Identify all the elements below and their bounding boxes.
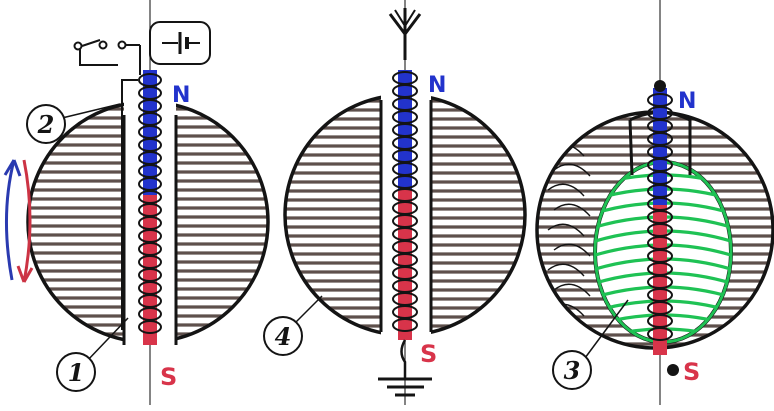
pole-south-4: S (420, 340, 437, 368)
callout-1-label: 1 (68, 358, 85, 387)
figure-1: 2 1 N S (5, 0, 280, 405)
figure-3: 3 N S (530, 0, 774, 405)
pole-north-3: N (678, 89, 696, 114)
terminal-top-3 (654, 80, 666, 92)
battery-icon (150, 22, 210, 64)
callout-2-label: 2 (37, 110, 55, 139)
pole-north-4: N (428, 73, 446, 98)
antenna-icon (390, 8, 420, 60)
callout-4-label: 4 (275, 322, 292, 351)
terminal-bottom-3 (667, 364, 679, 376)
switch-icon (75, 40, 141, 75)
figure-4: 4 N S (264, 0, 530, 405)
pole-south-3: S (683, 358, 700, 386)
pole-north-1: N (172, 83, 190, 108)
pole-south-1: S (160, 363, 177, 391)
shell-curl (548, 264, 584, 276)
magnet-south-3 (653, 205, 667, 355)
magnet-north-4 (398, 70, 412, 190)
callout-3-label: 3 (564, 356, 581, 385)
